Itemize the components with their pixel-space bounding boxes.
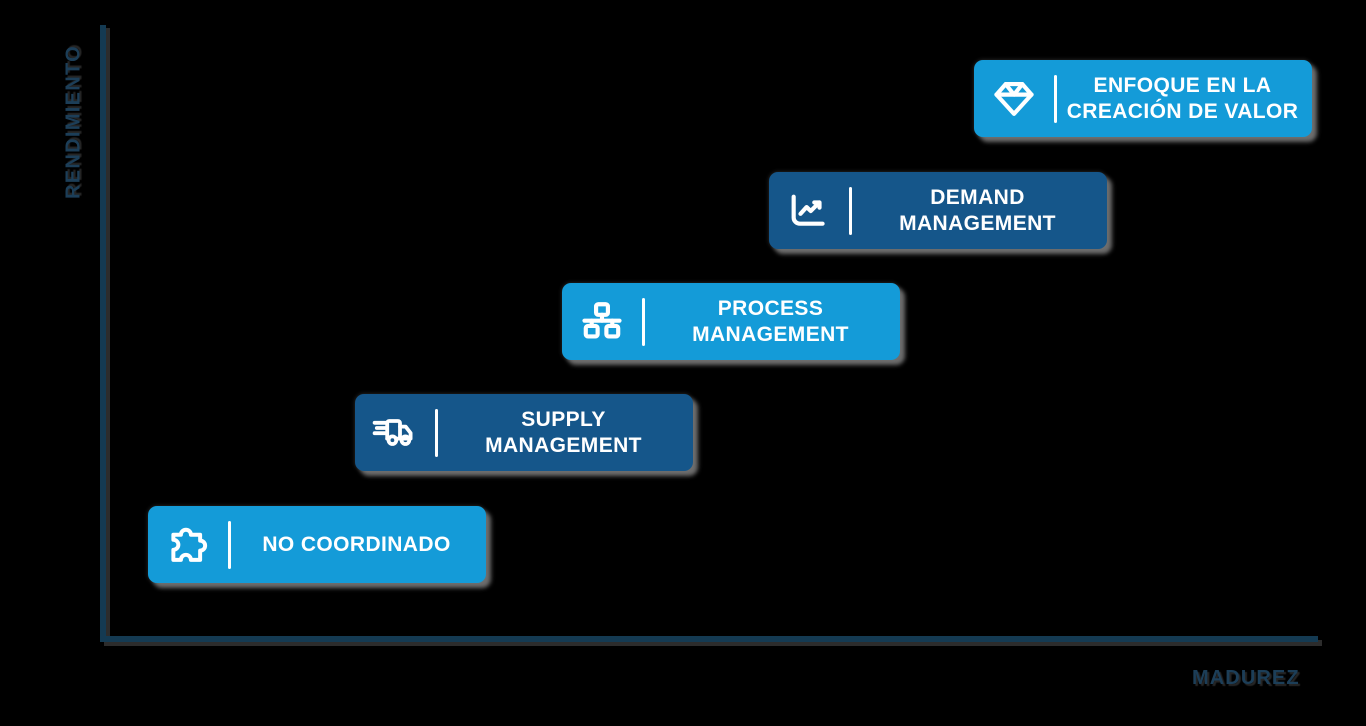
step-label: NO COORDINADO [262, 532, 451, 556]
chart-line-icon [769, 172, 849, 249]
step-label: DEMAND MANAGEMENT [899, 185, 1056, 235]
step-label: SUPPLY MANAGEMENT [485, 407, 642, 457]
step-supply-management: SUPPLY MANAGEMENT [355, 394, 693, 471]
step-enfoque-creacion-valor: ENFOQUE EN LA CREACIÓN DE VALOR [974, 60, 1312, 137]
step-divider [642, 297, 645, 346]
step-process-management: PROCESS MANAGEMENT [562, 283, 900, 360]
y-axis-label: RENDIMIENTO [62, 45, 85, 199]
y-axis-line [100, 25, 106, 642]
step-divider [849, 186, 852, 235]
step-no-coordinado: NO COORDINADO [148, 506, 486, 583]
step-divider [228, 520, 231, 569]
step-divider [435, 408, 438, 457]
step-label: ENFOQUE EN LA CREACIÓN DE VALOR [1066, 73, 1299, 123]
step-demand-management: DEMAND MANAGEMENT [769, 172, 1107, 249]
truck-icon [355, 394, 435, 471]
diamond-icon [974, 60, 1054, 137]
sitemap-icon [562, 283, 642, 360]
puzzle-icon [148, 506, 228, 583]
step-divider [1054, 74, 1057, 123]
step-label: PROCESS MANAGEMENT [692, 296, 849, 346]
x-axis-label: MADUREZ [1192, 667, 1300, 689]
x-axis-line [100, 636, 1318, 642]
